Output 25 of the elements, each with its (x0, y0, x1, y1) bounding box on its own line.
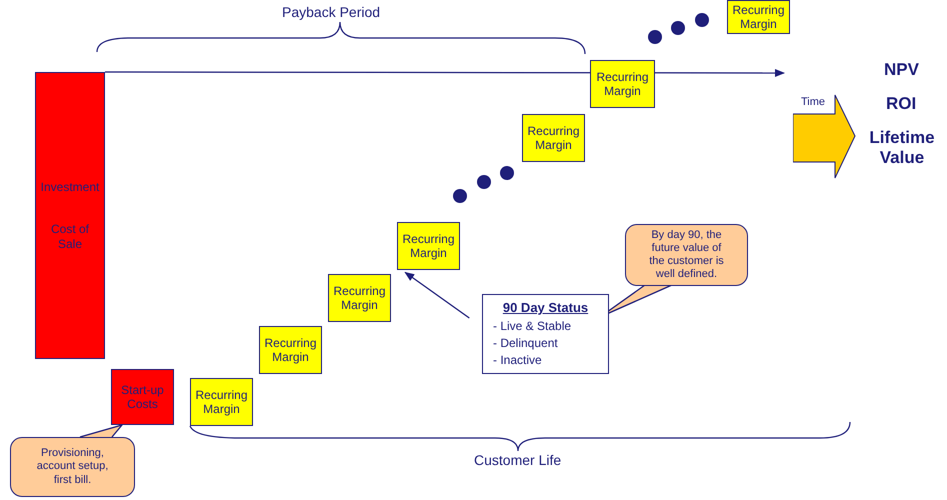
margin-box: Start-up Costs (111, 369, 174, 425)
status-item: - Delinquent (493, 336, 558, 350)
status-item: - Live & Stable (493, 318, 572, 334)
brace-label: Payback Period (282, 4, 380, 20)
metric-label: NPV (884, 60, 919, 80)
margin-box: Recurring Margin (727, 0, 790, 34)
margin-box: Recurring Margin (259, 326, 322, 374)
time-label: Time (801, 96, 826, 110)
status-box (482, 294, 609, 374)
status-heading: 90 Day Status (502, 300, 588, 316)
bar-text: Cost of Sale (50, 222, 90, 252)
status-item: - Inactive (493, 353, 542, 368)
brace-label: Customer Life (474, 452, 562, 468)
margin-box: Recurring Margin (328, 274, 391, 322)
investment-bar (35, 72, 105, 359)
metric-label: Lifetime Value (868, 128, 936, 168)
bar-text: Investment (40, 180, 100, 194)
margin-box: Recurring Margin (522, 114, 585, 162)
margin-box: Recurring Margin (590, 60, 655, 108)
arrow (105, 68, 785, 77)
margin-box: Recurring Margin (190, 378, 253, 426)
metric-label: ROI (886, 94, 916, 114)
arrow (404, 272, 470, 319)
margin-box: Recurring Margin (397, 222, 460, 270)
time-block-arrow (793, 94, 856, 180)
